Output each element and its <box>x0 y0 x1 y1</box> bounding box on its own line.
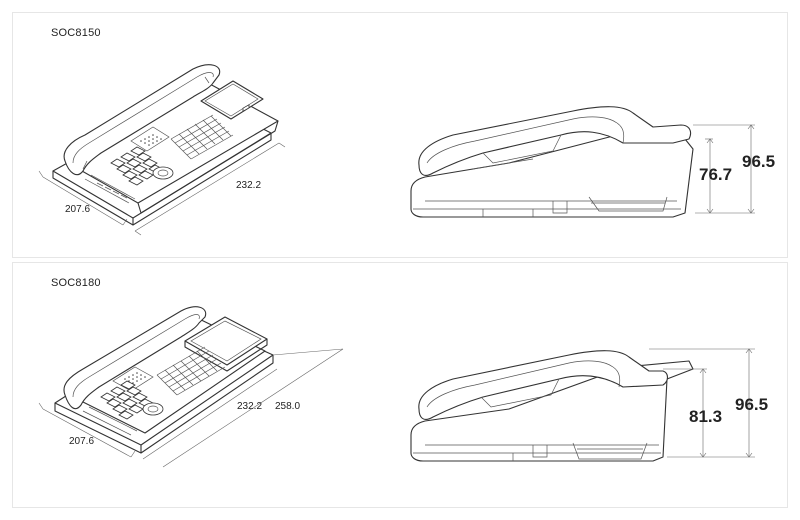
model-label: SOC8150 <box>51 27 101 39</box>
dial-keypad <box>110 146 164 186</box>
width-label: 232.2 <box>236 180 261 191</box>
feature-keys <box>156 346 226 396</box>
side-dimensions <box>649 348 755 458</box>
panel-soc8180: SOC8180 <box>12 262 788 508</box>
width-label-b: 258.0 <box>275 401 300 412</box>
iso-dimensions <box>38 348 344 468</box>
navigation-wheel <box>152 166 174 180</box>
phone-isometric <box>54 306 274 454</box>
width-label-a: 232.2 <box>237 401 262 412</box>
soc8180-drawing: 207.6 232.2 258.0 81.3 96.5 <box>38 306 768 468</box>
iso-dimensions <box>38 142 286 236</box>
speaker-grille <box>112 366 154 392</box>
height-label-b: 96.5 <box>735 395 768 414</box>
height-label-b: 96.5 <box>742 152 775 171</box>
phone-isometric <box>52 64 279 226</box>
feature-keys <box>242 104 250 112</box>
panel-soc8150: SOC8150 <box>12 12 788 258</box>
soc8150-drawing: 207.6 232.2 76 <box>38 64 775 236</box>
side-dimensions <box>693 124 755 214</box>
height-label-a: 76.7 <box>699 165 732 184</box>
phone-side-profile <box>410 106 694 218</box>
speaker-grille <box>130 126 170 152</box>
height-label-a: 81.3 <box>689 407 722 426</box>
model-label: SOC8180 <box>51 277 101 289</box>
dial-keypad <box>100 380 154 420</box>
depth-label: 207.6 <box>69 436 94 447</box>
phone-side-profile <box>410 350 694 462</box>
navigation-wheel <box>142 402 164 416</box>
depth-label: 207.6 <box>65 204 90 215</box>
